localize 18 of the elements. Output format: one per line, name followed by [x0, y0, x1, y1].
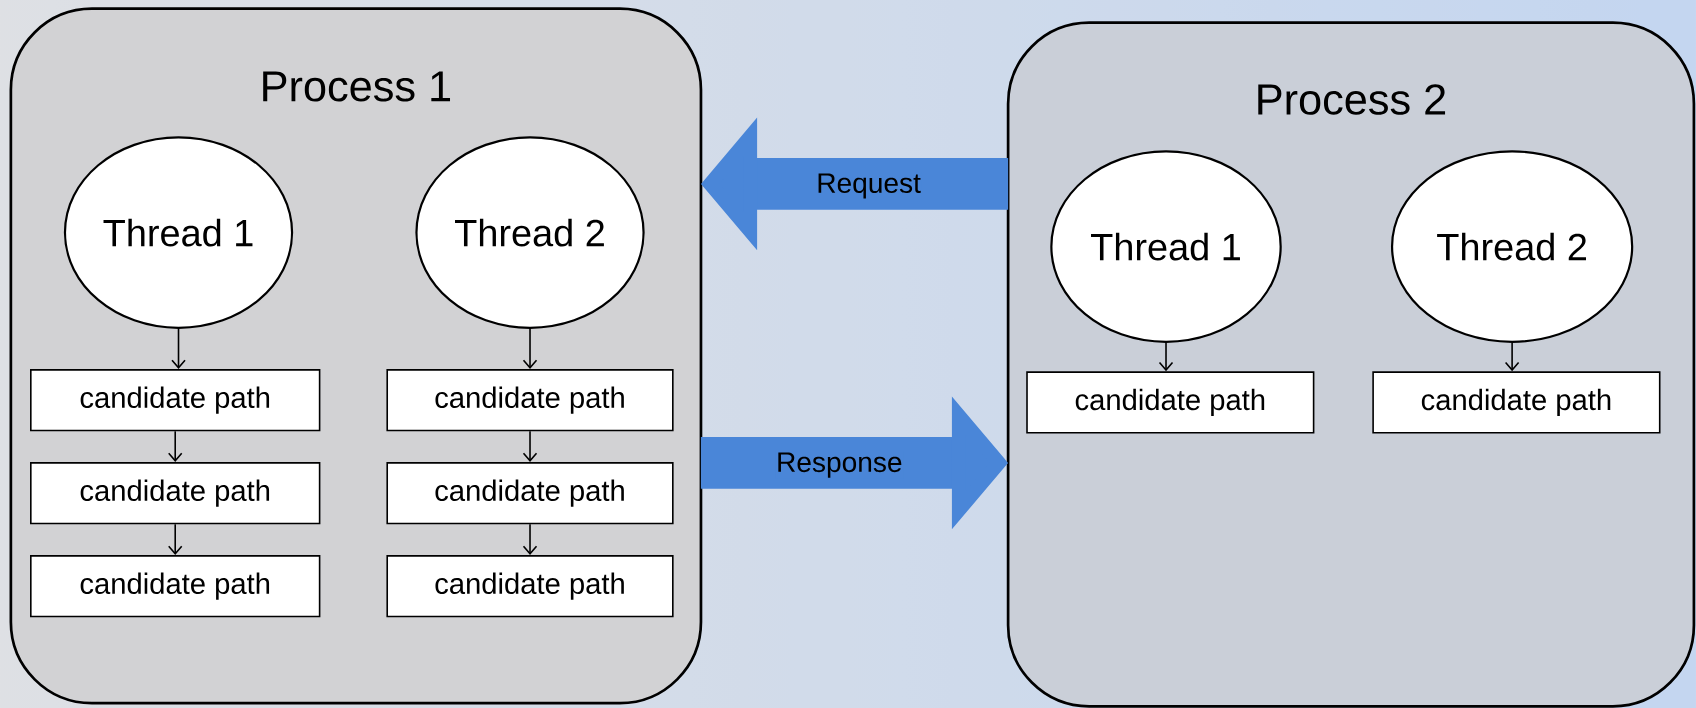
path-box: candidate path [1372, 371, 1661, 434]
arrow [171, 328, 186, 370]
arrow [522, 523, 538, 556]
path-box: candidate path [30, 369, 321, 432]
arrow [1504, 342, 1520, 372]
edge-label: Request [815, 172, 922, 200]
path-box: candidate path [30, 462, 321, 525]
path-box: candidate path [1026, 371, 1315, 434]
path-box: candidate path [386, 369, 674, 432]
path-box: candidate path [30, 555, 321, 618]
arrow [522, 328, 538, 370]
edge-label: Response [775, 451, 904, 479]
arrow [167, 523, 183, 556]
path-box: candidate path [386, 555, 674, 618]
arrow [167, 430, 183, 463]
arrow [522, 430, 538, 463]
path-box: candidate path [386, 462, 674, 525]
arrow [1158, 342, 1174, 372]
